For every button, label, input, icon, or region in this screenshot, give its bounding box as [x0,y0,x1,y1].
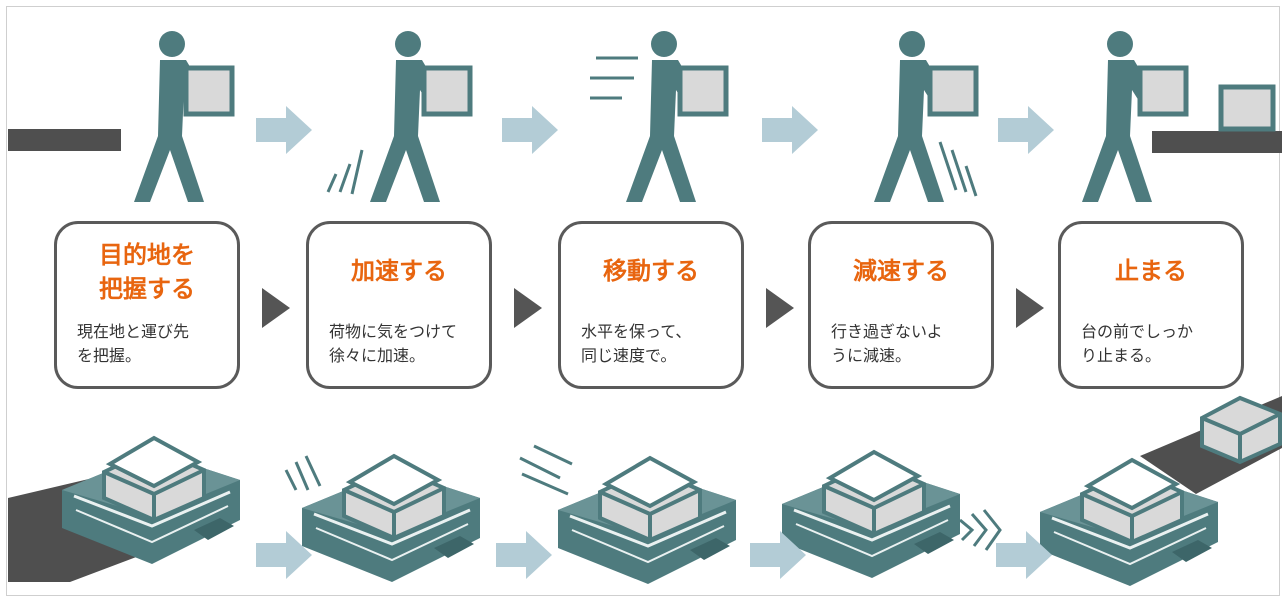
arrow-top-3 [762,106,818,154]
step-desc-line: 水平を保って、 [581,322,692,341]
diagram-frame [6,6,1280,596]
step-desc-line: 荷物に気をつけて [329,322,458,341]
person-step1 [134,31,232,202]
person-step2 [326,31,470,202]
step-triangle-3 [766,288,794,328]
step-description: 現在地と運び先 を把握。 [77,320,229,368]
arrow-bottom-2 [496,531,552,579]
step-description: 水平を保って、 同じ速度で。 [581,320,733,368]
step-triangle-2 [514,288,542,328]
step-desc-line: うに減速。 [831,346,912,365]
arrow-top-4 [998,106,1054,154]
step-triangle-1 [262,288,290,328]
robot-step4 [780,450,962,580]
step-card-stop: 止まる 台の前でしっか り止まる。 [1058,221,1244,389]
person-step4 [874,31,976,202]
person-step5 [1082,31,1186,202]
delivered-box [1218,84,1276,132]
step-title-line: 目的地を [99,241,195,269]
start-belt [8,129,121,151]
step-desc-line: 徐々に加速。 [329,346,426,365]
step-description: 台の前でしっか り止まる。 [1081,320,1233,368]
step-title: 移動する [603,257,699,285]
decel-marks [959,509,1002,551]
move-marks [519,444,573,496]
step-title: 減速する [853,257,949,285]
goal-belt [1152,131,1282,153]
step-title: 加速する [351,257,447,285]
step-card-accelerate: 加速する 荷物に気をつけて 徐々に加速。 [306,221,492,389]
step-card-locate: 目的地を 把握する 現在地と運び先 を把握。 [54,221,240,389]
step-title-line: 把握する [99,275,195,303]
step-triangle-4 [1016,288,1044,328]
step-desc-line: り止まる。 [1081,346,1162,365]
step-desc-line: 台の前でしっか [1081,322,1194,341]
step-desc-line: 同じ速度で。 [581,346,677,365]
robot-step2 [300,454,482,584]
step-card-move: 移動する 水平を保って、 同じ速度で。 [558,221,744,389]
step-title: 止まる [1115,257,1187,285]
step-description: 行き過ぎないよ うに減速。 [831,320,983,368]
accel-marks [284,455,322,491]
step-desc-line: 現在地と運び先 [77,322,190,341]
arrow-top-2 [502,106,558,154]
step-card-decelerate: 減速する 行き過ぎないよ うに減速。 [808,221,994,389]
step-title: 目的地を 把握する [57,238,237,306]
person-step3 [590,31,726,202]
step-desc-line: 行き過ぎないよ [831,322,943,341]
robot-step3 [556,456,738,586]
step-desc-line: を把握。 [77,346,142,365]
step-description: 荷物に気をつけて 徐々に加速。 [329,320,481,368]
arrow-top-1 [256,106,312,154]
bottom-delivered-box [1200,395,1282,465]
